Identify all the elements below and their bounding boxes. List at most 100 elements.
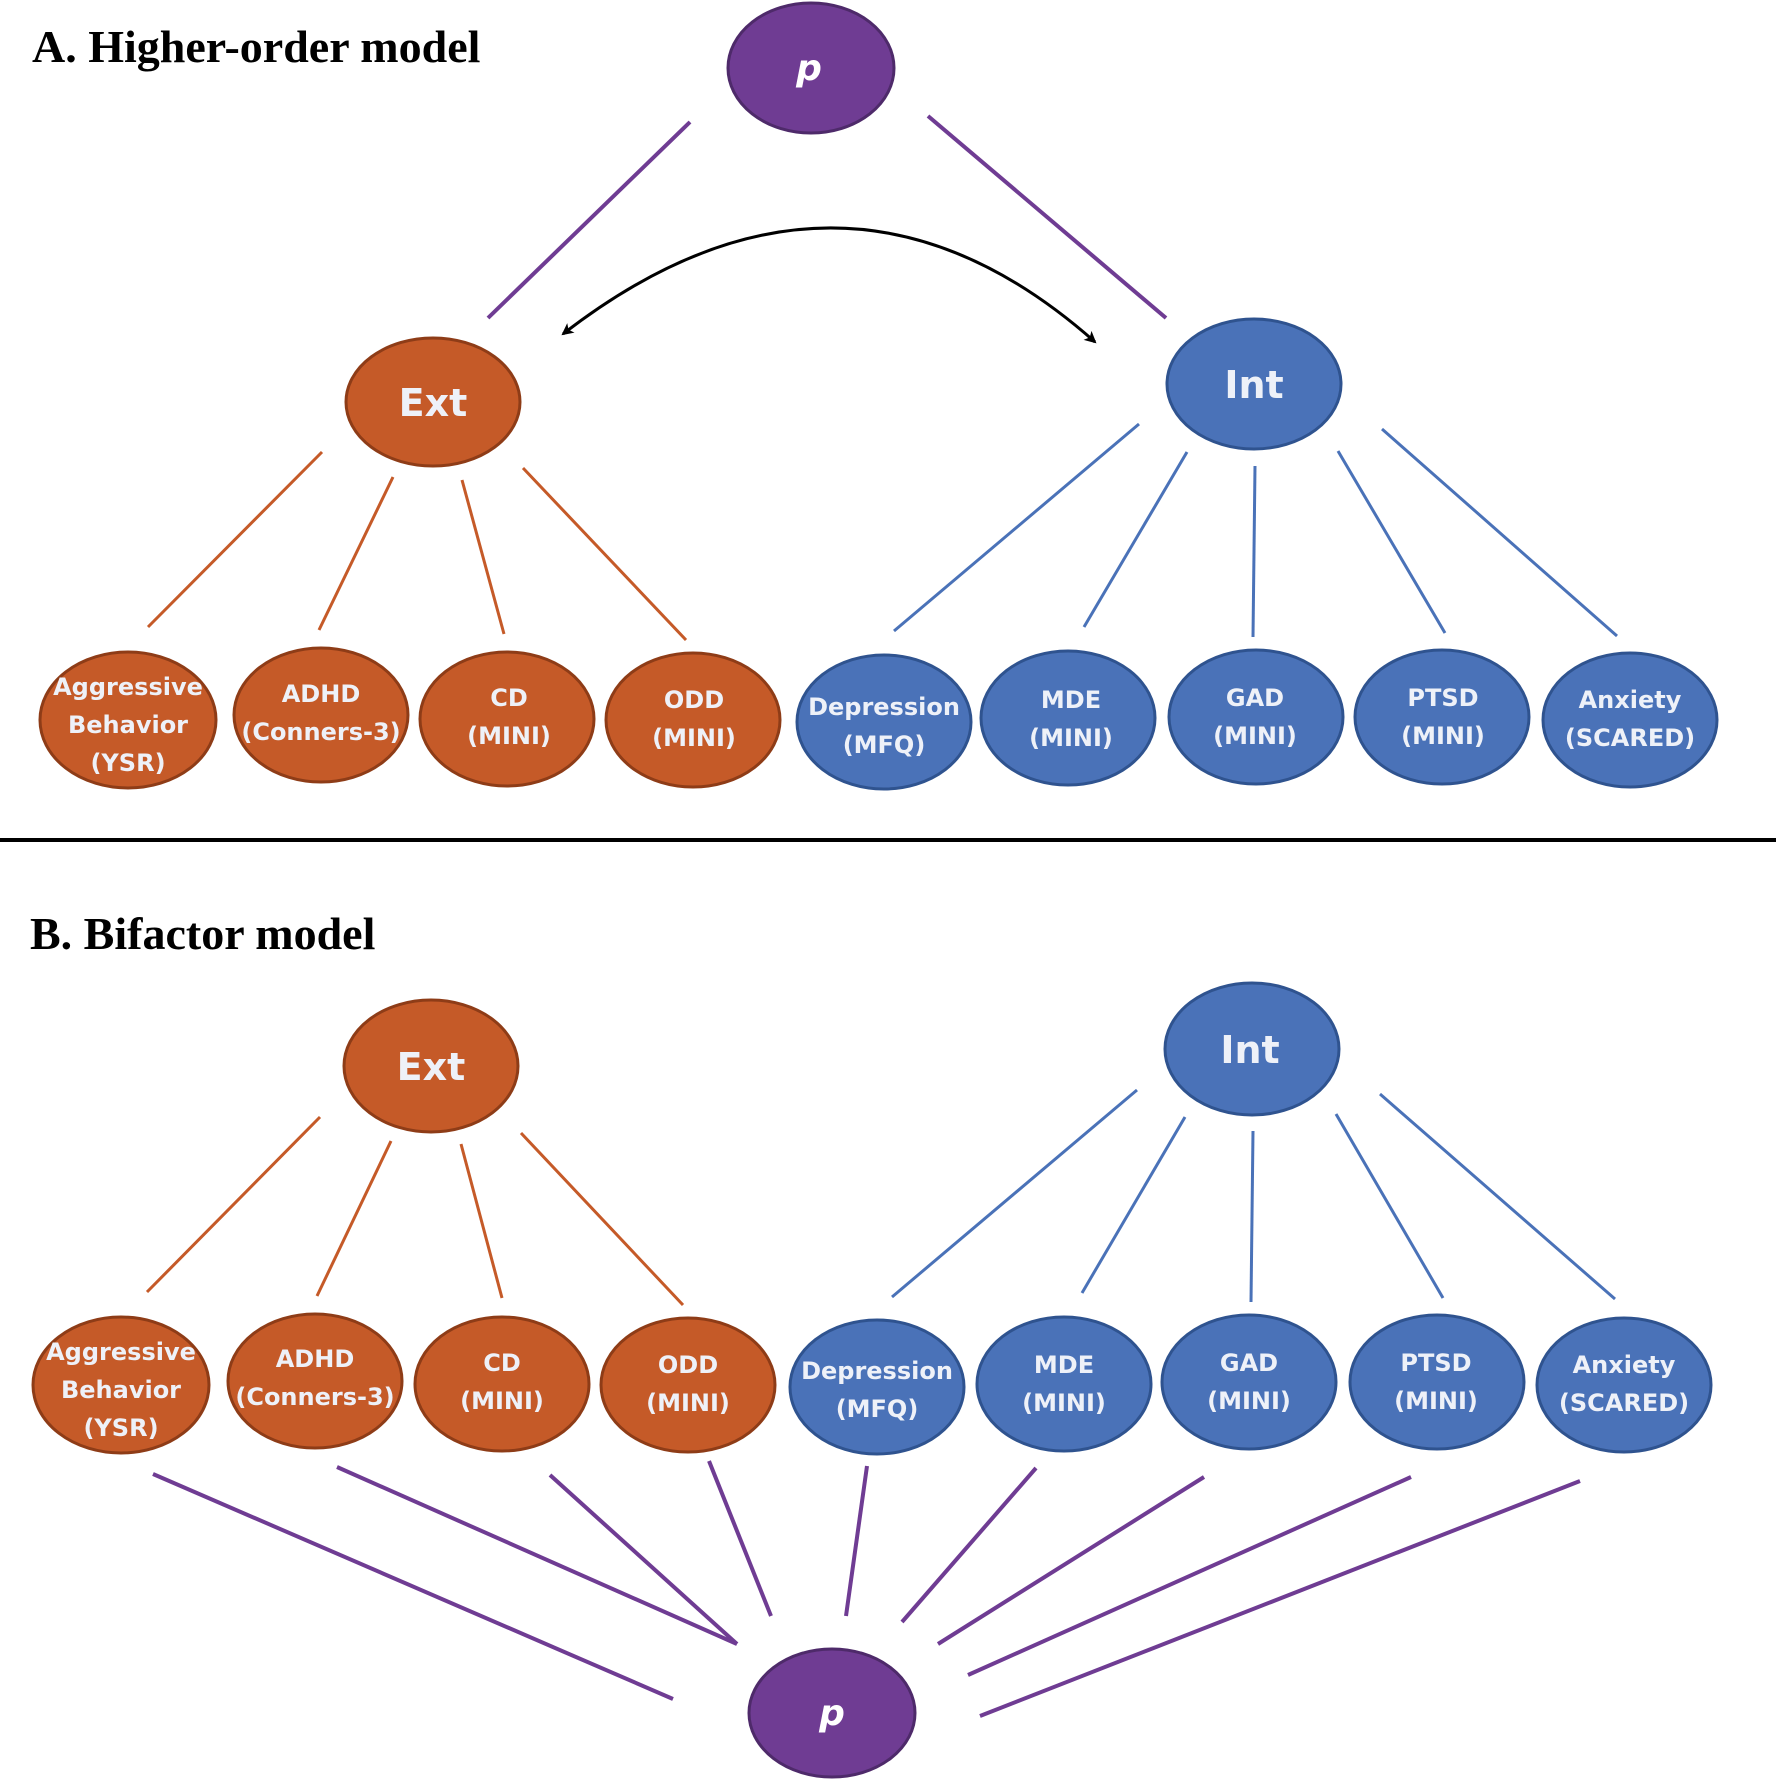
indicator-label: Anxiety xyxy=(1573,1351,1676,1379)
path-ext-adhd-b xyxy=(315,1140,393,1297)
ext-factor-node-b: Ext xyxy=(342,998,520,1134)
indicator-mde-b: MDE (MINI) xyxy=(975,1315,1153,1453)
indicator-label: (MFQ) xyxy=(836,1395,919,1423)
indicator-cd-b: CD (MINI) xyxy=(413,1315,591,1453)
path-ext-adhd-a xyxy=(317,476,395,631)
path-ext-cd-b xyxy=(459,1143,504,1299)
indicator-label: ODD xyxy=(664,686,724,714)
indicator-label: GAD xyxy=(1226,684,1284,712)
indicator-label: Depression xyxy=(808,693,960,721)
indicator-aggressive-b: Aggressive Behavior (YSR) xyxy=(31,1315,211,1455)
indicator-ptsd-b: PTSD (MINI) xyxy=(1348,1313,1526,1451)
indicator-label: (MINI) xyxy=(467,722,551,750)
indicator-label: ADHD xyxy=(282,680,361,708)
path-ext-odd-a xyxy=(521,466,688,642)
indicator-anxiety-b: Anxiety (SCARED) xyxy=(1535,1316,1713,1454)
p-factor-label-b: p xyxy=(818,1693,845,1734)
path-p-int xyxy=(926,114,1168,320)
panel-b-title: B. Bifactor model xyxy=(30,908,375,959)
indicator-ptsd-a: PTSD (MINI) xyxy=(1353,648,1531,786)
path-ext-aggressive-b xyxy=(145,1115,322,1294)
ext-factor-node-a: Ext xyxy=(344,336,522,468)
indicator-label: GAD xyxy=(1220,1349,1278,1377)
path-ext-odd-b xyxy=(519,1131,685,1307)
indicator-label: (SCARED) xyxy=(1565,724,1695,752)
ext-factor-label-a: Ext xyxy=(399,381,468,425)
indicator-gad-b: GAD (MINI) xyxy=(1160,1313,1338,1451)
indicator-depression-b: Depression (MFQ) xyxy=(788,1318,966,1456)
p-factor-label-a: p xyxy=(795,48,822,89)
path-int-gad-a xyxy=(1251,465,1257,638)
correlation-arrow xyxy=(561,226,1097,344)
indicator-gad-a: GAD (MINI) xyxy=(1167,648,1345,786)
indicator-depression-a: Depression (MFQ) xyxy=(795,653,973,791)
indicator-label: (Conners-3) xyxy=(241,718,400,746)
indicator-label: (MINI) xyxy=(1213,722,1297,750)
indicator-label: Anxiety xyxy=(1579,686,1682,714)
path-p-ext xyxy=(486,120,692,320)
indicator-adhd-b: ADHD (Conners-3) xyxy=(226,1312,404,1450)
p-factor-node-a: p xyxy=(726,1,896,135)
indicator-label: (MINI) xyxy=(1394,1387,1478,1415)
path-p-odd-b xyxy=(707,1460,773,1617)
indicator-label: (MINI) xyxy=(646,1389,730,1417)
path-ext-cd-a xyxy=(460,479,506,635)
indicator-odd-b: ODD (MINI) xyxy=(599,1316,777,1454)
indicator-label: (YSR) xyxy=(90,749,165,777)
indicator-label: (MINI) xyxy=(1401,722,1485,750)
indicator-label: Aggressive xyxy=(53,673,203,701)
indicator-label: MDE xyxy=(1034,1351,1094,1379)
path-int-anxiety-b xyxy=(1379,1092,1616,1301)
indicator-label: (Conners-3) xyxy=(235,1383,394,1411)
path-p-adhd-b xyxy=(336,1465,738,1646)
path-p-gad-b xyxy=(936,1475,1206,1646)
indicator-label: PTSD xyxy=(1407,684,1478,712)
indicator-label: (MFQ) xyxy=(843,731,926,759)
indicator-mde-a: MDE (MINI) xyxy=(979,649,1157,787)
indicator-odd-a: ODD (MINI) xyxy=(604,651,782,789)
path-ext-aggressive-a xyxy=(146,450,324,629)
indicator-label: ODD xyxy=(658,1351,718,1379)
indicator-label: MDE xyxy=(1041,686,1101,714)
path-int-mde-a xyxy=(1082,451,1189,628)
int-factor-node-b: Int xyxy=(1163,981,1341,1117)
indicator-cd-a: CD (MINI) xyxy=(418,650,596,788)
indicator-label: (MINI) xyxy=(460,1387,544,1415)
indicator-adhd-a: ADHD (Conners-3) xyxy=(232,646,410,784)
path-int-depression-b xyxy=(891,1088,1138,1299)
indicator-label: Aggressive xyxy=(46,1338,196,1366)
path-p-aggressive-b xyxy=(152,1472,674,1701)
indicator-label: CD xyxy=(490,684,528,712)
path-int-ptsd-b xyxy=(1334,1113,1445,1299)
path-p-anxiety-b xyxy=(979,1479,1581,1718)
indicator-label: (YSR) xyxy=(83,1414,158,1442)
path-p-depression-b xyxy=(844,1465,869,1617)
int-factor-label-a: Int xyxy=(1224,363,1283,407)
int-factor-label-b: Int xyxy=(1220,1028,1279,1072)
path-p-cd-b xyxy=(548,1473,739,1646)
path-p-mde-b xyxy=(900,1466,1038,1624)
p-factor-node-b: p xyxy=(747,1647,917,1779)
indicator-label: Depression xyxy=(801,1357,953,1385)
path-int-anxiety-a xyxy=(1381,427,1618,638)
indicator-label: (MINI) xyxy=(1207,1387,1291,1415)
indicator-label: (MINI) xyxy=(1022,1389,1106,1417)
path-p-ptsd-b xyxy=(967,1475,1412,1677)
indicator-label: CD xyxy=(483,1349,521,1377)
ext-factor-label-b: Ext xyxy=(397,1045,466,1089)
path-int-ptsd-a xyxy=(1336,450,1447,634)
indicator-label: Behavior xyxy=(68,711,188,739)
path-int-depression-a xyxy=(893,422,1140,633)
indicator-label: (SCARED) xyxy=(1559,1389,1689,1417)
indicator-label: PTSD xyxy=(1400,1349,1471,1377)
path-int-mde-b xyxy=(1080,1116,1187,1294)
int-factor-node-a: Int xyxy=(1165,317,1343,451)
path-int-gad-b xyxy=(1249,1130,1255,1303)
indicator-label: (MINI) xyxy=(1029,724,1113,752)
indicator-label: Behavior xyxy=(61,1376,181,1404)
indicator-label: ADHD xyxy=(276,1345,355,1373)
panel-a-title: A. Higher-order model xyxy=(32,21,480,72)
indicator-aggressive-a: Aggressive Behavior (YSR) xyxy=(38,650,218,790)
indicator-label: (MINI) xyxy=(652,724,736,752)
